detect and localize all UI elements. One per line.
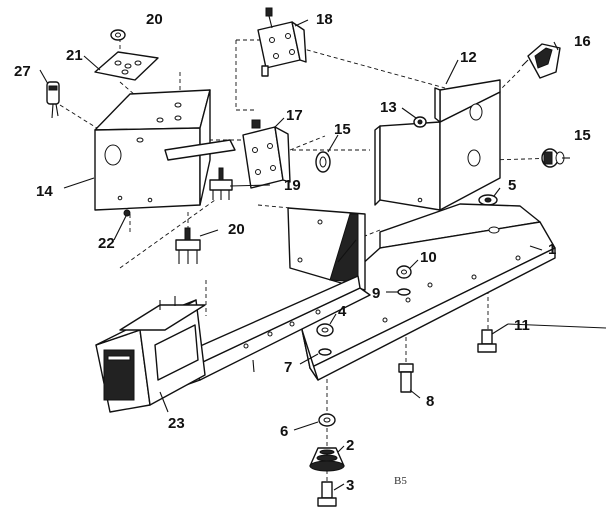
bolt-11 <box>477 329 497 353</box>
rubber-foot <box>309 447 345 472</box>
support-plate <box>287 207 366 291</box>
nut-6 <box>318 413 336 427</box>
control-box <box>94 89 236 211</box>
nut-top <box>110 29 126 41</box>
bolt-8 <box>398 363 414 393</box>
right-bracket-housing <box>374 79 501 211</box>
label-part-18: 18 <box>316 11 333 28</box>
switch-block <box>242 119 291 189</box>
label-part-15-left: 15 <box>334 121 351 138</box>
label-part-11: 11 <box>514 317 530 334</box>
label-part-13: 13 <box>380 99 397 116</box>
toggle-switch-lower <box>175 227 201 264</box>
label-part-7: 7 <box>284 359 292 376</box>
label-part-27: 27 <box>14 63 31 80</box>
label-part-5: 5 <box>508 177 516 194</box>
label-part-1: 1 <box>548 241 556 258</box>
callout-labels: 20 18 21 27 16 12 13 17 15 15 14 19 5 20… <box>14 11 591 494</box>
label-part-21: 21 <box>66 47 83 64</box>
nut-10 <box>396 265 412 279</box>
label-part-20-lower: 20 <box>228 221 245 238</box>
label-part-20-top: 20 <box>146 11 163 28</box>
strain-relief <box>541 148 565 168</box>
label-part-6: 6 <box>280 423 288 440</box>
grommet <box>315 151 331 173</box>
label-part-15-right: 15 <box>574 127 591 144</box>
washer-7 <box>318 348 332 356</box>
washer-9 <box>397 288 411 296</box>
washer-top <box>478 194 498 206</box>
label-part-3: 3 <box>346 477 354 494</box>
label-part-8: 8 <box>426 393 434 410</box>
bolt-3 <box>317 481 337 507</box>
label-part-4: 4 <box>338 303 347 320</box>
label-part-17: 17 <box>286 107 303 124</box>
label-part-2: 2 <box>346 437 354 454</box>
power-connector <box>521 43 561 79</box>
label-part-12: 12 <box>460 49 477 66</box>
screw-22 <box>123 209 131 217</box>
relay-switch <box>257 7 307 77</box>
label-part-22: 22 <box>98 235 115 252</box>
label-part-14: 14 <box>36 183 53 200</box>
left-channel-rail <box>179 275 371 386</box>
transformer <box>95 296 206 413</box>
nut-4 <box>316 323 334 337</box>
toggle-switch-small <box>209 167 233 200</box>
label-part-10: 10 <box>420 249 437 266</box>
label-part-23: 23 <box>168 415 185 432</box>
label-part-9: 9 <box>372 285 380 302</box>
indicator-light <box>46 81 60 119</box>
screw-small <box>413 116 427 128</box>
label-part-19: 19 <box>284 177 301 194</box>
page-code: B5 <box>394 475 407 487</box>
main-channel-rail <box>299 203 556 381</box>
name-plate <box>94 51 159 81</box>
label-part-16: 16 <box>574 33 591 50</box>
leader-lines <box>39 19 607 491</box>
